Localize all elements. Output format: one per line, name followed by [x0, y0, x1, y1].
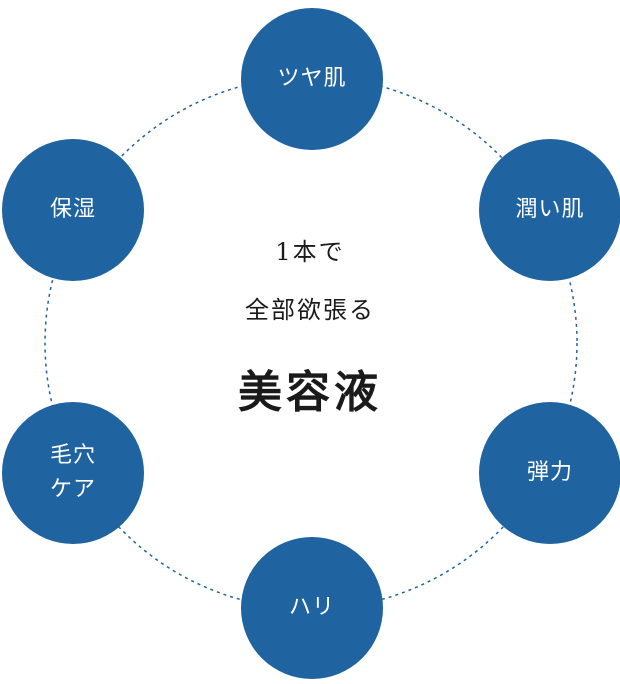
node-label: ツヤ肌: [277, 66, 347, 91]
node-uruoi-hada: 潤い肌: [479, 139, 620, 281]
node-danryoku: 弾力: [479, 402, 620, 544]
node-label-line-1: 毛穴: [49, 443, 96, 468]
node-hari: ハリ: [241, 537, 383, 679]
node-tsuya-hada: ツヤ肌: [241, 8, 383, 150]
node-hoshitsu: 保湿: [2, 139, 144, 281]
node-label: ハリ: [288, 595, 335, 620]
headline-product: 美容液: [238, 367, 382, 418]
node-label-line-2: ケア: [49, 477, 96, 502]
node-label: 潤い肌: [515, 197, 585, 222]
headline-line-2: 全部欲張る: [245, 296, 375, 324]
node-keana-care: 毛穴 ケア: [2, 402, 144, 544]
node-label: 保湿: [49, 197, 96, 222]
node-label: 弾力: [526, 460, 573, 485]
headline-line-1: 1本で: [275, 238, 345, 266]
